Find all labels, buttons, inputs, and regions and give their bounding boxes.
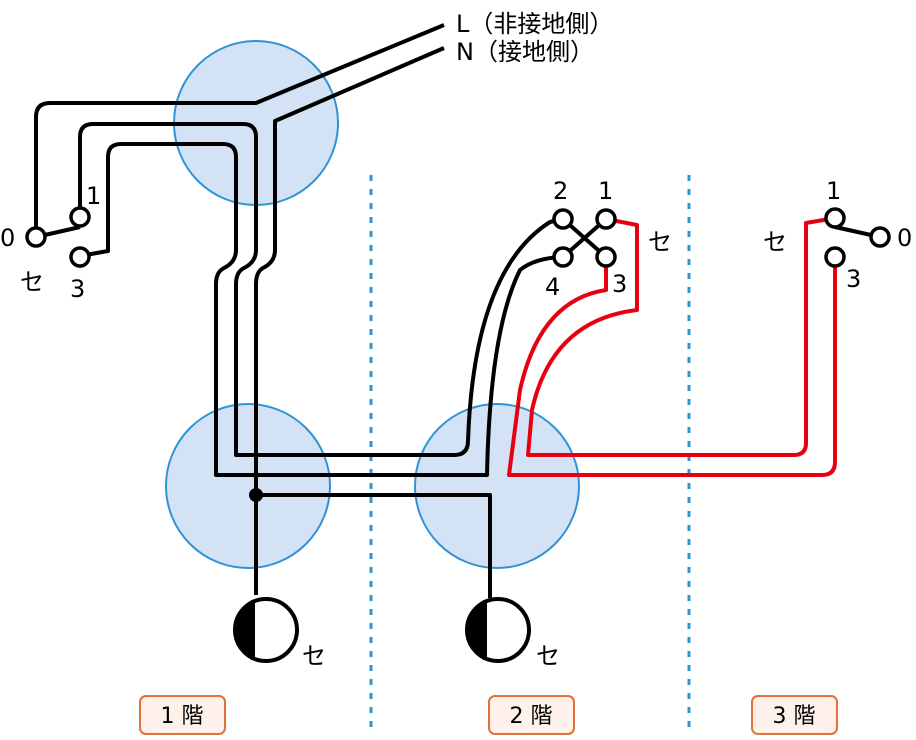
wire-L-to-switch1-common <box>34 23 445 237</box>
junction-box-floor1 <box>165 403 331 569</box>
switch3-terminal-3 <box>824 246 846 268</box>
switch2-se-mark: セ <box>648 228 672 256</box>
lamp-1 <box>233 597 299 663</box>
switch2-label-1: 1 <box>598 177 613 205</box>
wire-N-branch-lamp2 <box>256 493 492 598</box>
switch3-label-3: 3 <box>846 265 861 293</box>
traveler-switch2-t1-to-switch3-t1 <box>526 216 836 457</box>
floor-badge-1: 1 階 <box>139 695 226 735</box>
switch2-terminal-3 <box>595 246 617 268</box>
switch3-terminal-1 <box>824 207 846 229</box>
floor-label-3: 3 階 <box>773 704 816 729</box>
switch2-terminal-4 <box>552 246 574 268</box>
wire-switch1-t1 <box>78 122 564 457</box>
switch2-label-3: 3 <box>612 270 627 298</box>
lamp2-se-mark: セ <box>536 642 560 670</box>
switch1-terminal-3 <box>69 246 91 268</box>
switch2-label-2: 2 <box>553 177 568 205</box>
switch1-label-3: 3 <box>70 275 85 303</box>
wire-N-to-lamps <box>254 46 445 595</box>
switch1-se-mark: セ <box>20 268 44 296</box>
switch3-label-1: 1 <box>826 177 841 205</box>
junction-box-floor2 <box>414 403 580 569</box>
supply-N-label: N（接地側） <box>456 38 594 66</box>
neutral-junction-dot <box>249 488 263 502</box>
switch1-label-0: 0 <box>0 224 15 252</box>
switch3-terminal-0 <box>869 226 891 248</box>
lamp1-se-mark: セ <box>302 642 326 670</box>
supply-L-label: L（非接地側） <box>456 10 613 38</box>
switch1-label-1: 1 <box>86 182 101 210</box>
switch2-terminal-1 <box>595 208 617 230</box>
floor-label-1: 1 階 <box>161 704 204 729</box>
floor-label-2: 2 階 <box>510 704 553 729</box>
traveler-switch2-t3-to-switch3-t3 <box>507 257 837 477</box>
switch1-terminal-0 <box>25 226 47 248</box>
switch2-terminal-2 <box>552 208 574 230</box>
floor-badge-3: 3 階 <box>751 695 838 735</box>
switch3-se-mark: セ <box>763 228 787 256</box>
switch3-label-0: 0 <box>897 224 912 252</box>
lamp-2 <box>465 597 531 663</box>
switch2-label-4: 4 <box>545 273 560 301</box>
floor-badge-2: 2 階 <box>488 695 575 735</box>
wire-switch1-t3 <box>79 142 563 477</box>
switch1-terminal-1 <box>69 206 91 228</box>
